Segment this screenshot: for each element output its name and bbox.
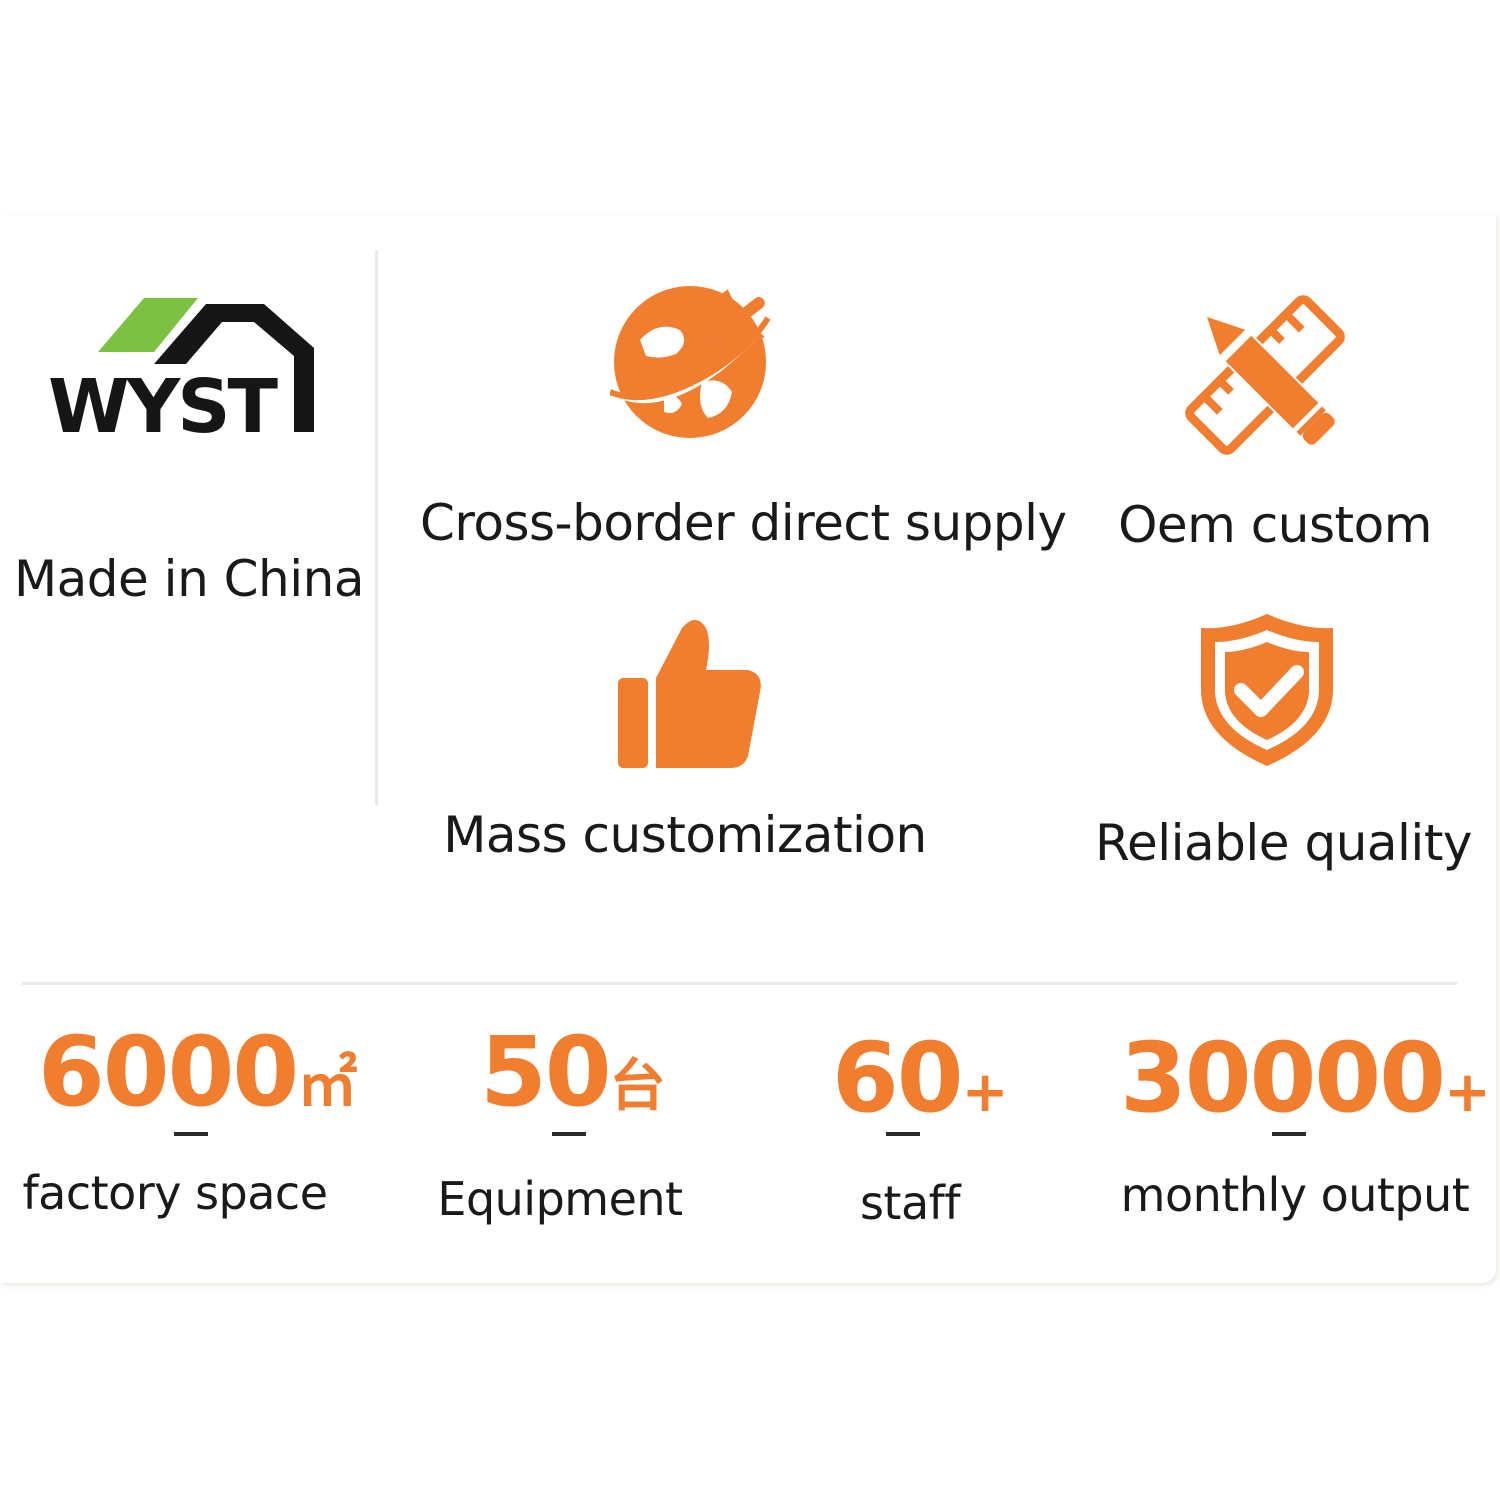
horizontal-divider [22, 982, 1457, 985]
stat-divider-dash [886, 1132, 920, 1136]
globe-airplane-icon [608, 280, 780, 450]
stat-divider-dash [1272, 1132, 1306, 1136]
stat-equipment-label: Equipment [437, 1172, 683, 1226]
stat-equipment-value: 50台 [480, 1016, 666, 1128]
stat-divider-dash [552, 1132, 586, 1136]
made-in-china-label: Made in China [14, 550, 364, 608]
stat-staff-value: 60+ [832, 1022, 1009, 1134]
pencil-ruler-icon [1180, 290, 1350, 460]
feature-label-reliable-quality: Reliable quality [1095, 814, 1473, 872]
feature-label-oem-custom: Oem custom [1118, 496, 1432, 554]
svg-text:WYST: WYST [48, 364, 279, 440]
stat-monthly-output-value: 30000+ [1120, 1022, 1491, 1134]
stat-factory-space-label: factory space [22, 1166, 328, 1220]
shield-check-icon [1185, 608, 1355, 778]
thumbs-up-icon [610, 612, 780, 782]
stat-factory-space-value: 6000㎡ [38, 1016, 358, 1128]
stat-monthly-output-label: monthly output [1120, 1168, 1470, 1222]
stat-divider-dash [174, 1132, 208, 1136]
stat-staff-label: staff [859, 1176, 961, 1230]
feature-label-mass-customization: Mass customization [443, 806, 927, 864]
vertical-divider [375, 250, 378, 805]
feature-label-cross-border: Cross-border direct supply [420, 494, 1067, 552]
brand-logo: WYST [46, 290, 326, 450]
wyst-logo-icon: WYST [48, 298, 314, 450]
